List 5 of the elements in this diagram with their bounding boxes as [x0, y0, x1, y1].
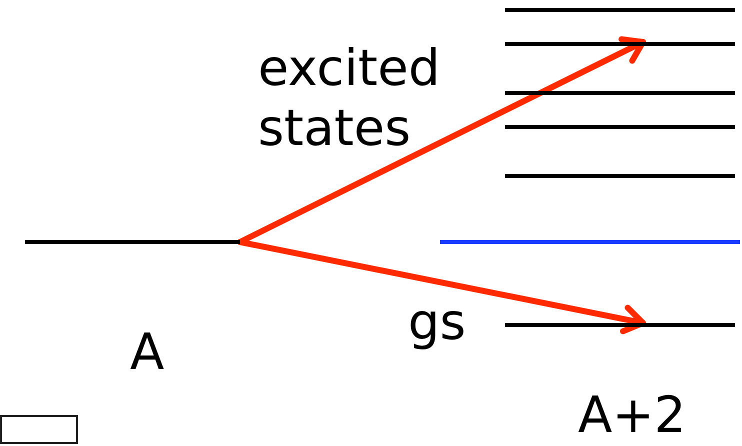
text-label: gs [408, 292, 466, 352]
text-label: A+2 [578, 385, 686, 445]
text-label: excited states [258, 38, 442, 158]
arrow [237, 239, 646, 334]
text-label: A [130, 322, 164, 382]
